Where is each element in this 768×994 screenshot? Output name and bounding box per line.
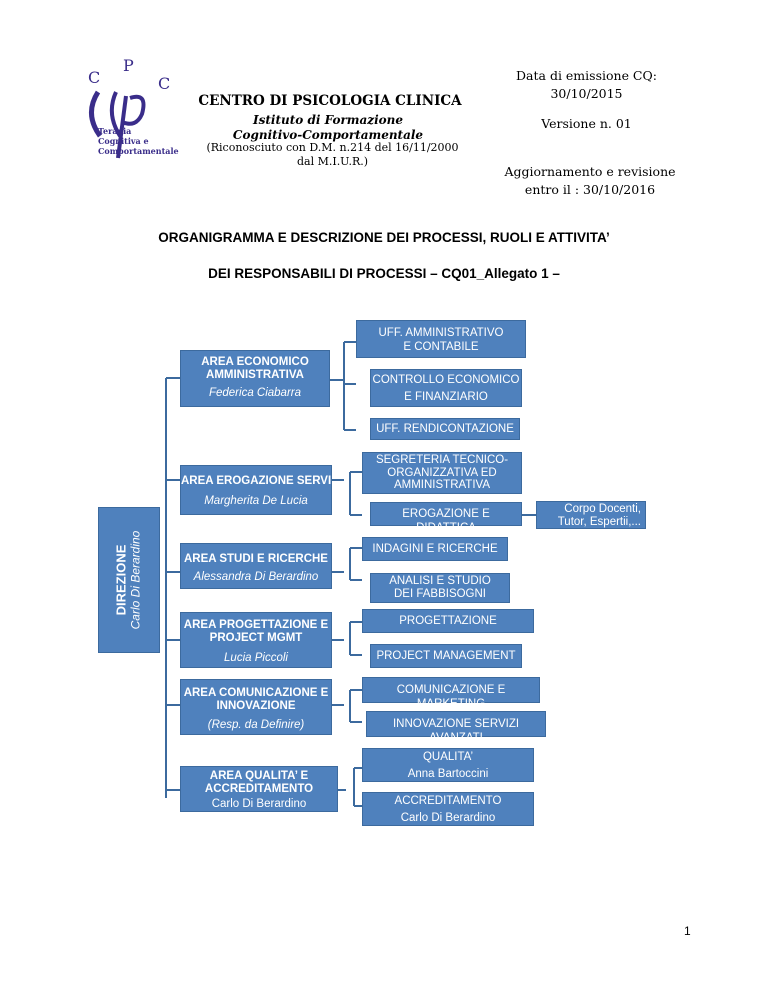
logo-letter-p: P xyxy=(123,56,134,75)
area-person: (Resp. da Definire) xyxy=(207,719,305,732)
update-date: entro il : 30/10/2016 xyxy=(524,182,656,197)
area-title: AREA STUDI E RICERCHE xyxy=(184,553,328,565)
uff-amministrativo-label: UFF. AMMINISTRATIVO E CONTABILE xyxy=(378,327,504,353)
emission-label: Data di emissione CQ: xyxy=(516,68,657,83)
uff-amministrativo: UFF. AMMINISTRATIVO E CONTABILE xyxy=(356,320,526,358)
version: Versione n. 01 xyxy=(541,116,632,131)
analisi-label: ANALISI E STUDIO DEI FABBISOGNI xyxy=(389,575,491,600)
logo-letter-c2: C xyxy=(158,74,171,93)
area-person: Lucia Piccoli xyxy=(224,652,288,665)
erogazione-didattica: EROGAZIONE E DIDATTICA xyxy=(370,502,522,534)
area-comunicazione: AREA COMUNICAZIONE E INNOVAZIONE (Resp. … xyxy=(180,679,332,735)
area-title: AREA EROGAZIONE SERVIZI xyxy=(181,475,332,487)
segreteria-tecnico: SEGRETERIA TECNICO-ORGANIZZATIVA ED AMMI… xyxy=(362,452,522,494)
project-management: PROJECT MANAGEMENT xyxy=(370,644,522,668)
innovazione-servizi: INNOVAZIONE SERVIZI AVANZATI xyxy=(366,711,546,744)
page-number: 1 xyxy=(684,924,691,938)
area-title: AREA PROGETTAZIONE E PROJECT MGMT xyxy=(183,619,329,645)
uff-rendicontazione: UFF. RENDICONTAZIONE xyxy=(370,418,520,440)
progettazione-label: PROGETTAZIONE xyxy=(399,615,497,627)
direzione-person: Carlo Di Berardino xyxy=(128,530,143,630)
accreditamento-person: Carlo Di Berardino xyxy=(400,811,496,824)
area-economico-amministrativa: AREA ECONOMICO AMMINISTRATIVA Federica C… xyxy=(180,350,330,407)
accreditamento-label: ACCREDITAMENTO xyxy=(394,795,502,807)
corpo-docenti-label: Corpo Docenti, Tutor, Espertii,... xyxy=(557,503,641,528)
area-title: AREA ECONOMICO AMMINISTRATIVA xyxy=(201,356,309,382)
analisi-fabbisogni: ANALISI E STUDIO DEI FABBISOGNI xyxy=(370,573,510,603)
logo-text-line: Cognitiva e xyxy=(98,136,149,146)
area-studi-ricerche: AREA STUDI E RICERCHE Alessandra Di Bera… xyxy=(180,543,332,589)
corpo-docenti: Corpo Docenti, Tutor, Espertii,... xyxy=(536,501,646,529)
emission-date: 30/10/2015 xyxy=(550,86,623,101)
controllo-economico: CONTROLLO ECONOMICO E FINANZIARIO xyxy=(370,369,522,407)
org-name: CENTRO DI PSICOLOGIA CLINICA xyxy=(198,93,462,109)
page-title: ORGANIGRAMMA E DESCRIZIONE DEI PROCESSI,… xyxy=(158,230,610,245)
logo: C P C Terapia Cognitiva e Comportamental… xyxy=(78,56,179,162)
org-subtitle: Istituto di Formazione Cognitivo-Comport… xyxy=(232,113,424,142)
logo-text-line: Comportamentale xyxy=(98,146,179,156)
rendicontazione-label: UFF. RENDICONTAZIONE xyxy=(376,423,514,435)
accreditamento: ACCREDITAMENTO Carlo Di Berardino xyxy=(362,792,534,826)
qualita: QUALITA’ Anna Bartoccini xyxy=(362,748,534,782)
logo-text-line: Terapia xyxy=(98,126,132,136)
comunicazione-label: COMUNICAZIONE E MARKETING xyxy=(396,684,506,710)
erogazione-label: EROGAZIONE E DIDATTICA xyxy=(402,508,490,534)
segreteria-label: SEGRETERIA TECNICO-ORGANIZZATIVA ED AMMI… xyxy=(375,454,509,492)
area-title: AREA QUALITA’ E ACCREDITAMENTO xyxy=(204,770,314,796)
area-person: Carlo Di Berardino xyxy=(211,798,307,811)
area-progettazione: AREA PROGETTAZIONE E PROJECT MGMT Lucia … xyxy=(180,612,332,668)
indagini-label: INDAGINI E RICERCHE xyxy=(372,543,498,555)
area-person: Alessandra Di Berardino xyxy=(193,571,319,584)
qualita-person: Anna Bartoccini xyxy=(407,767,489,780)
direzione-text: DIREZIONE Carlo Di Berardino xyxy=(113,530,144,630)
recognition: (Riconosciuto con D.M. n.214 del 16/11/2… xyxy=(206,141,459,168)
area-title: AREA COMUNICAZIONE E INNOVAZIONE xyxy=(183,687,329,713)
controllo-label-2: E FINANZIARIO xyxy=(404,390,488,403)
area-qualita: AREA QUALITA’ E ACCREDITAMENTO Carlo Di … xyxy=(180,766,338,812)
innovazione-label: INNOVAZIONE SERVIZI AVANZATI xyxy=(392,718,520,744)
page-subtitle: DEI RESPONSABILI DI PROCESSI – CQ01_Alle… xyxy=(208,266,560,281)
comunicazione-marketing: COMUNICAZIONE E MARKETING xyxy=(362,677,540,710)
area-person: Margherita De Lucia xyxy=(204,495,308,508)
indagini-ricerche: INDAGINI E RICERCHE xyxy=(362,537,508,561)
area-person: Federica Ciabarra xyxy=(208,387,302,400)
direzione-title: DIREZIONE xyxy=(113,544,129,616)
logo-letter-c1: C xyxy=(88,68,101,87)
progettazione: PROGETTAZIONE xyxy=(362,609,534,633)
update-label: Aggiornamento e revisione xyxy=(504,164,676,179)
logo-text: Terapia Cognitiva e Comportamentale xyxy=(98,126,179,156)
logo-graphic xyxy=(89,90,146,159)
direzione-box: DIREZIONE Carlo Di Berardino xyxy=(98,507,160,653)
qualita-label: QUALITA’ xyxy=(422,751,474,763)
area-erogazione-servizi: AREA EROGAZIONE SERVIZI Margherita De Lu… xyxy=(180,465,332,515)
controllo-label: CONTROLLO ECONOMICO xyxy=(372,374,520,386)
project-management-label: PROJECT MANAGEMENT xyxy=(376,650,516,662)
